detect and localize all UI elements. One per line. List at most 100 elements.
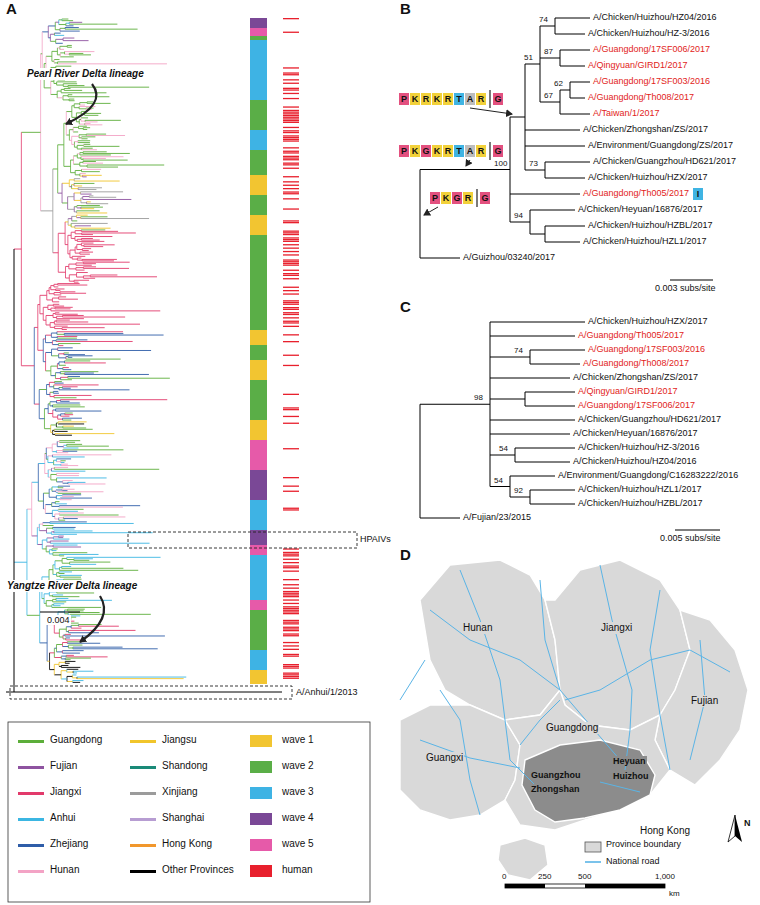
cleavage-bar <box>489 142 490 160</box>
tree-branch <box>62 490 67 491</box>
tree-branch <box>75 170 81 171</box>
tip-label: A/Taiwan/1/2017 <box>593 108 660 118</box>
tree-branch <box>71 628 81 629</box>
human-bar <box>283 259 299 260</box>
tree-branch <box>51 289 56 290</box>
tip-label: A/Chicken/Guangzhou/HD621/2017 <box>593 156 736 166</box>
tree-branch <box>55 435 72 436</box>
tree-branch <box>58 79 65 80</box>
tree-branch <box>53 536 58 537</box>
residue-letter: G <box>481 194 488 203</box>
city-label: Heyuan <box>612 756 647 766</box>
tree-branch <box>50 543 149 544</box>
tree-branch <box>77 145 83 146</box>
tree-branch <box>83 158 106 159</box>
legend-text: Province boundary <box>606 839 681 849</box>
tree-branch <box>55 312 59 313</box>
tip-label: A/Chicken/Huizhou/HZBL/2017 <box>588 220 713 230</box>
human-bar <box>283 620 299 621</box>
human-bar <box>283 365 299 366</box>
tree-branch <box>59 515 118 516</box>
tree-branch <box>51 333 57 334</box>
legend-swatch <box>250 735 272 747</box>
tree-branch <box>62 494 81 495</box>
bootstrap-value: 67 <box>543 91 554 100</box>
tree-branch <box>73 127 78 128</box>
human-bar <box>283 599 299 600</box>
tree-branch <box>490 434 570 435</box>
tree-branch <box>43 493 49 494</box>
residue-letter: R <box>465 194 472 203</box>
tree-branch <box>62 653 80 654</box>
tree-branch <box>80 254 90 255</box>
tree-branch <box>77 260 82 261</box>
tree-branch <box>60 570 139 571</box>
tree-branch <box>81 208 94 209</box>
human-bar <box>283 89 299 90</box>
human-bar <box>283 147 299 148</box>
tree-branch <box>60 28 65 29</box>
residue-box: A <box>465 145 475 157</box>
tree-branch <box>60 56 74 57</box>
tree-branch <box>71 227 75 228</box>
legend-text: Xinjiang <box>162 786 198 798</box>
tree-branch <box>60 575 82 576</box>
scale-label: 0.005 subs/site <box>660 533 721 543</box>
human-bar <box>283 185 299 186</box>
scale-bar <box>675 529 720 530</box>
tree-branch <box>56 475 78 476</box>
tree-branch <box>75 174 80 175</box>
scale-label: 0 <box>502 872 506 881</box>
tip-label: A/Environment/Guangdong/C16283222/2016 <box>558 470 738 480</box>
legend-swatch <box>130 844 156 847</box>
tree-branch <box>76 265 92 266</box>
tree-branch <box>62 19 69 20</box>
tree-branch <box>61 464 68 465</box>
tip-label: A/Chicken/Heyuan/16876/2017 <box>578 204 703 214</box>
tree-branch <box>54 429 92 430</box>
tree-branch <box>64 90 82 91</box>
tree-branch <box>79 108 86 109</box>
tree-branch <box>62 327 105 328</box>
tree-branch <box>58 421 87 422</box>
tip-label: A/Guangdong/Th008/2017 <box>583 358 689 368</box>
tree-branch <box>90 274 117 275</box>
human-bar <box>283 307 299 308</box>
tree-branch <box>545 178 585 179</box>
tree-branch <box>80 154 111 155</box>
legend-swatch <box>250 813 272 825</box>
tree-branch <box>69 274 76 275</box>
tree-branch <box>54 33 60 34</box>
tree-branch <box>65 54 70 55</box>
tree-branch <box>84 244 115 245</box>
tree-branch <box>54 460 57 461</box>
tree-branch <box>490 455 515 456</box>
human-bar <box>283 164 299 165</box>
tree-branch <box>69 630 136 631</box>
tree-branch <box>65 413 73 414</box>
tree-branch <box>70 562 111 563</box>
human-bar <box>283 234 299 235</box>
tree-branch <box>54 324 140 325</box>
residue-box: R <box>421 93 431 105</box>
tree-branch <box>75 253 80 254</box>
tree-branch <box>51 471 85 472</box>
tree-branch <box>420 518 460 519</box>
tree-branch <box>74 147 77 148</box>
tree-branch <box>63 518 77 519</box>
tree-branch <box>63 451 78 452</box>
residue-box: R <box>463 192 473 204</box>
tree-branch <box>51 375 56 376</box>
tree-branch <box>60 401 69 402</box>
tree-branch <box>37 544 42 545</box>
human-bar <box>283 486 299 487</box>
tree-branch <box>56 452 68 453</box>
legend-swatch <box>130 870 156 873</box>
bootstrap-value: 94 <box>513 211 524 220</box>
tree-branch <box>51 468 54 469</box>
tree-branch <box>55 307 73 308</box>
tree-branch <box>62 20 73 21</box>
tree-branch <box>39 389 46 390</box>
tree-branch <box>54 397 77 398</box>
human-bar <box>283 642 299 643</box>
